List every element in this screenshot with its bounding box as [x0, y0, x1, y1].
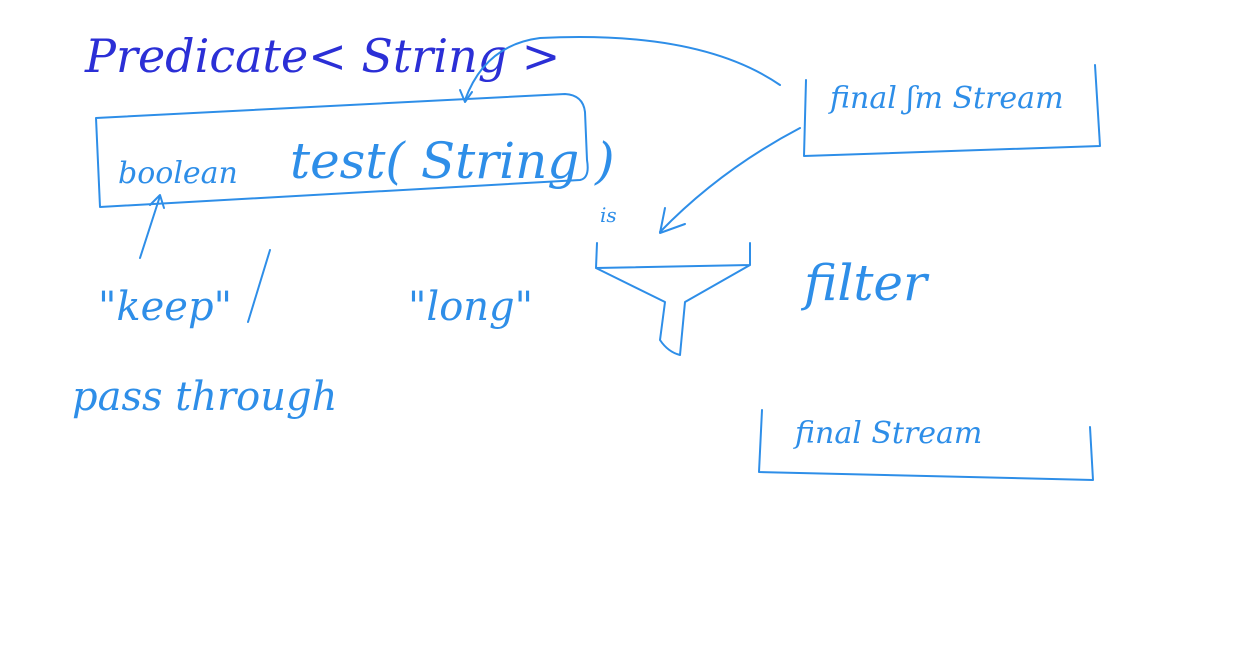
keep-slash: [247, 249, 271, 323]
input-stream-box: [803, 64, 1101, 157]
stream-to-test-arrow: [464, 35, 781, 101]
long-label: "long": [408, 284, 533, 330]
is-label: is: [600, 203, 617, 227]
output-stream-label: final Stream: [793, 416, 982, 451]
stream-to-filter-arrowhead: [659, 207, 686, 234]
return-type-label: boolean: [118, 156, 238, 191]
output-stream-box: [758, 409, 1094, 481]
method-signature-label: test( String ): [290, 132, 615, 190]
method-box: [95, 93, 589, 208]
keep-to-boolean-arrow: [139, 195, 161, 259]
funnel-icon: [595, 242, 751, 356]
stream-to-test-arrowhead: [459, 89, 473, 103]
title-predicate-string: Predicate< String >: [84, 29, 560, 83]
keep-to-boolean-arrowhead: [149, 194, 165, 209]
input-stream-label: final ʃm Stream: [828, 81, 1064, 116]
filter-label: filter: [800, 254, 930, 312]
stream-to-filter-arrow: [659, 127, 801, 233]
keep-label: "keep": [98, 284, 232, 330]
pass-through-label: pass through: [72, 374, 337, 420]
